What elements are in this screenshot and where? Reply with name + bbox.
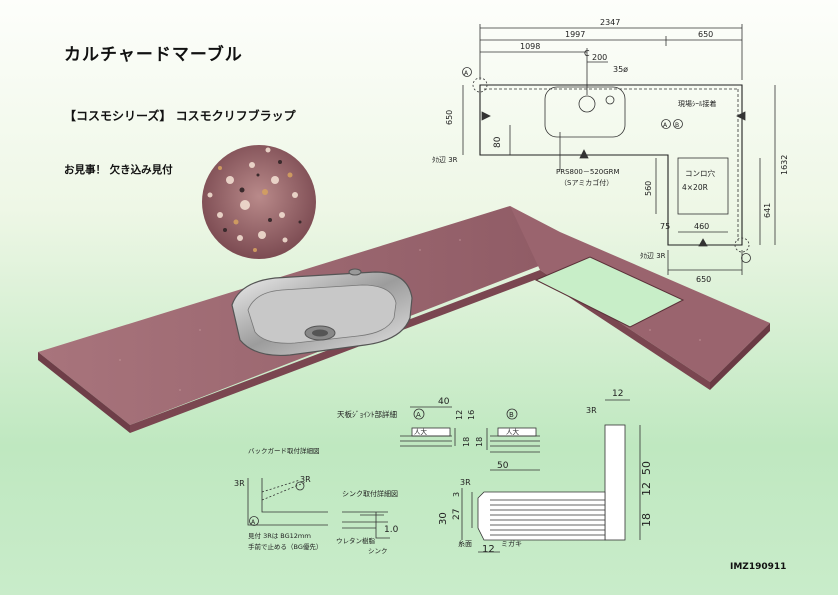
backguard-marker: A <box>251 519 256 526</box>
edge-dim-27: 27 <box>452 509 462 520</box>
tagline: お見事！ 欠き込み見付 <box>64 164 173 176</box>
backguard-r-left: 3R <box>234 479 245 488</box>
center-mark: C <box>584 49 590 58</box>
dim-650-top: 650 <box>698 30 713 39</box>
edge-dim-12-bottom: 12 <box>482 544 495 555</box>
plan-drawing <box>462 24 776 275</box>
joint-dim-18-left: 18 <box>462 437 471 447</box>
stove-size: 4×20R <box>682 183 708 192</box>
granite-sample-swatch <box>202 145 316 259</box>
backguard-note-1: 見付 3Rは BG12ｍｍ <box>248 531 311 540</box>
stove-opening-label: コンロ穴 <box>685 168 715 178</box>
joint-dim-12: 12 <box>455 410 464 420</box>
hole-diameter: 35ø <box>613 65 628 74</box>
drip-label: 糸面 <box>458 539 472 548</box>
sink-dim-1: 1.0 <box>384 525 399 535</box>
edge-dim-12-top: 12 <box>612 389 623 399</box>
dim-560: 560 <box>644 181 653 196</box>
plan-drawing-labels: 2347 1997 650 1098 C 200 35ø 650 80 ﾀｶ辺 … <box>432 18 789 284</box>
site-joint-note: 現場ｼｰﾙ接着 <box>678 99 717 108</box>
joint-dim-40: 40 <box>438 397 450 407</box>
joint-detail: 天板ｼﾞｮｲﾝﾄ部詳細 A B 人大 人大 40 12 16 18 18 50 <box>337 397 540 471</box>
edge-dim-12-right: 12 <box>640 482 653 496</box>
dim-650-bottom: 650 <box>696 275 711 284</box>
joint-marker-b: B <box>509 411 514 419</box>
dim-1997: 1997 <box>565 30 585 39</box>
edge-dim-18: 18 <box>640 513 653 527</box>
marker-a-small: A <box>464 70 469 77</box>
sink-label: シンク <box>368 547 388 555</box>
edge-dim-3: 3 <box>452 492 461 497</box>
dim-641: 641 <box>763 203 772 218</box>
dim-total-width: 2347 <box>600 18 620 27</box>
dim-650-left: 650 <box>445 110 454 125</box>
sink-note: （Sアミカゴ付） <box>560 178 613 187</box>
dim-80: 80 <box>493 136 503 148</box>
edge-dim-50: 50 <box>640 461 653 475</box>
sink-detail-title: シンク取付詳細図 <box>342 489 398 498</box>
urethane-label: ウレタン樹脂 <box>336 536 376 545</box>
dim-200: 200 <box>592 53 607 62</box>
sink-model: PRS800－520GRM <box>556 168 620 176</box>
page-title: カルチャードマーブル <box>64 45 243 65</box>
joint-marker-a: A <box>416 411 421 419</box>
edge-profile-detail: 12 3R 50 12 18 3R 30 27 3 糸面 ミガキ 12 <box>438 389 653 555</box>
joint-dim-50: 50 <box>497 461 509 471</box>
dim-75: 75 <box>660 222 670 231</box>
corner-radius-left: ﾀｶ辺 3R <box>432 156 458 164</box>
sink-illustration <box>231 268 413 357</box>
backguard-title: バックガード取付詳細図 <box>248 446 320 455</box>
sink-detail: シンク取付詳細図 1.0 ウレタン樹脂 シンク <box>336 489 399 555</box>
document-id: IMZ190911 <box>730 562 787 572</box>
marker-b: B <box>675 122 679 129</box>
dim-1098: 1098 <box>520 42 540 51</box>
marker-a: A <box>663 122 668 129</box>
joint-label-b: 人大 <box>506 427 520 436</box>
joint-label-a: 人大 <box>414 427 428 436</box>
backguard-note-2: 手前で止める（BG優先） <box>248 542 322 551</box>
joint-detail-title: 天板ｼﾞｮｲﾝﾄ部詳細 <box>337 409 397 419</box>
backguard-r-right: 3R <box>300 475 311 484</box>
polish-label: ミガキ <box>501 539 522 548</box>
dim-460: 460 <box>694 222 709 231</box>
corner-radius-right: ﾀｶ辺 3R <box>640 252 666 260</box>
joint-dim-18-right: 18 <box>475 437 484 447</box>
series-label: 【コスモシリーズ】 コスモクリフブラップ <box>64 109 296 123</box>
joint-dim-16: 16 <box>467 410 476 420</box>
dim-1632: 1632 <box>780 155 789 175</box>
countertop-illustration <box>38 206 770 433</box>
edge-dim-30: 30 <box>438 512 449 525</box>
backguard-detail: バックガード取付詳細図 3R 3R A 見付 3Rは BG12ｍｍ 手前で止める… <box>234 446 328 551</box>
edge-r-top: 3R <box>586 406 597 415</box>
edge-r-left: 3R <box>460 478 471 487</box>
